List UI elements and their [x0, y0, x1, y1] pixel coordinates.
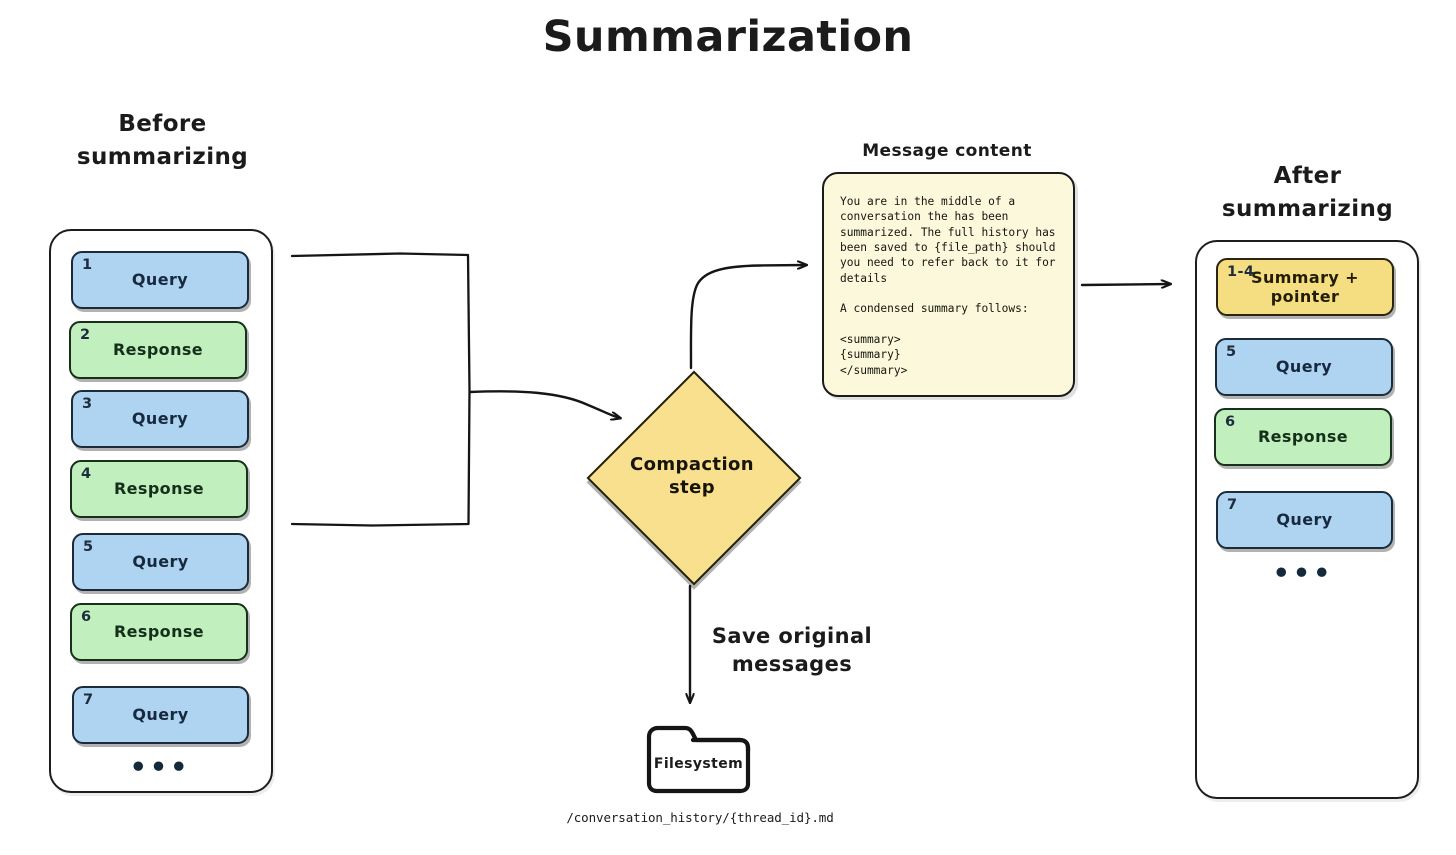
- message-index: 6: [1225, 414, 1236, 430]
- message-index: 6: [81, 609, 92, 625]
- message-card-before-2[interactable]: 2 Response: [69, 321, 247, 379]
- message-label: Query: [1276, 510, 1333, 530]
- message-content-title: Message content: [862, 141, 1032, 161]
- message-card-before-1[interactable]: 1 Query: [71, 251, 249, 309]
- message-card-after-2[interactable]: 5 Query: [1215, 338, 1393, 396]
- message-label: Summary + pointer: [1251, 267, 1359, 306]
- message-card-after-3[interactable]: 6 Response: [1214, 408, 1392, 466]
- folder-label: Filesystem: [653, 756, 744, 772]
- message-label: Response: [113, 622, 205, 642]
- arrow-message-content-to-after: [1080, 284, 1170, 285]
- message-index: 1: [82, 257, 93, 273]
- message-index: 7: [83, 692, 94, 708]
- before-column-heading: Before summarizing: [76, 111, 249, 171]
- message-label: Query: [132, 552, 189, 572]
- message-label: Response: [113, 479, 205, 499]
- message-card-before-6[interactable]: 6 Response: [70, 603, 248, 661]
- message-card-after-1[interactable]: 1-4 Summary + pointer: [1216, 258, 1394, 316]
- message-index: 1-4: [1227, 264, 1255, 280]
- save-original-messages-label: Save original messages: [711, 624, 873, 677]
- message-content-panel: You are in the middle of a conversation …: [822, 172, 1075, 397]
- before-list-ellipsis: •••: [129, 752, 191, 783]
- message-label: Response: [1257, 427, 1349, 447]
- message-index: 5: [1226, 344, 1237, 360]
- message-card-before-7[interactable]: 7 Query: [72, 686, 249, 744]
- arrow-compaction-to-message-content: [689, 265, 806, 370]
- filesystem-folder[interactable]: Filesystem: [645, 723, 752, 795]
- message-index: 4: [81, 466, 92, 482]
- message-index: 5: [83, 539, 94, 555]
- message-index: 3: [82, 396, 93, 412]
- message-label: Query: [132, 705, 189, 725]
- message-label: Query: [131, 409, 189, 429]
- message-index: 7: [1227, 497, 1238, 513]
- compaction-step-node[interactable]: Compaction step: [586, 370, 802, 586]
- page-title: Summarization: [542, 12, 914, 62]
- message-card-after-4[interactable]: 7 Query: [1216, 491, 1393, 549]
- compaction-step-label: Compaction step: [630, 453, 754, 498]
- selection-bracket: [290, 252, 471, 527]
- message-label: Query: [1275, 357, 1333, 377]
- message-index: 2: [80, 327, 91, 343]
- after-list-ellipsis: •••: [1272, 558, 1334, 589]
- message-card-before-4[interactable]: 4 Response: [70, 460, 248, 518]
- message-label: Query: [131, 270, 189, 290]
- message-card-before-3[interactable]: 3 Query: [71, 390, 249, 448]
- message-label: Response: [112, 340, 204, 360]
- filesystem-path: /conversation_history/{thread_id}.md: [566, 810, 834, 825]
- message-card-before-5[interactable]: 5 Query: [72, 533, 249, 591]
- folder-icon: [646, 725, 751, 794]
- message-content-body: You are in the middle of a conversation …: [840, 195, 1056, 377]
- after-column-heading: After summarizing: [1221, 163, 1394, 223]
